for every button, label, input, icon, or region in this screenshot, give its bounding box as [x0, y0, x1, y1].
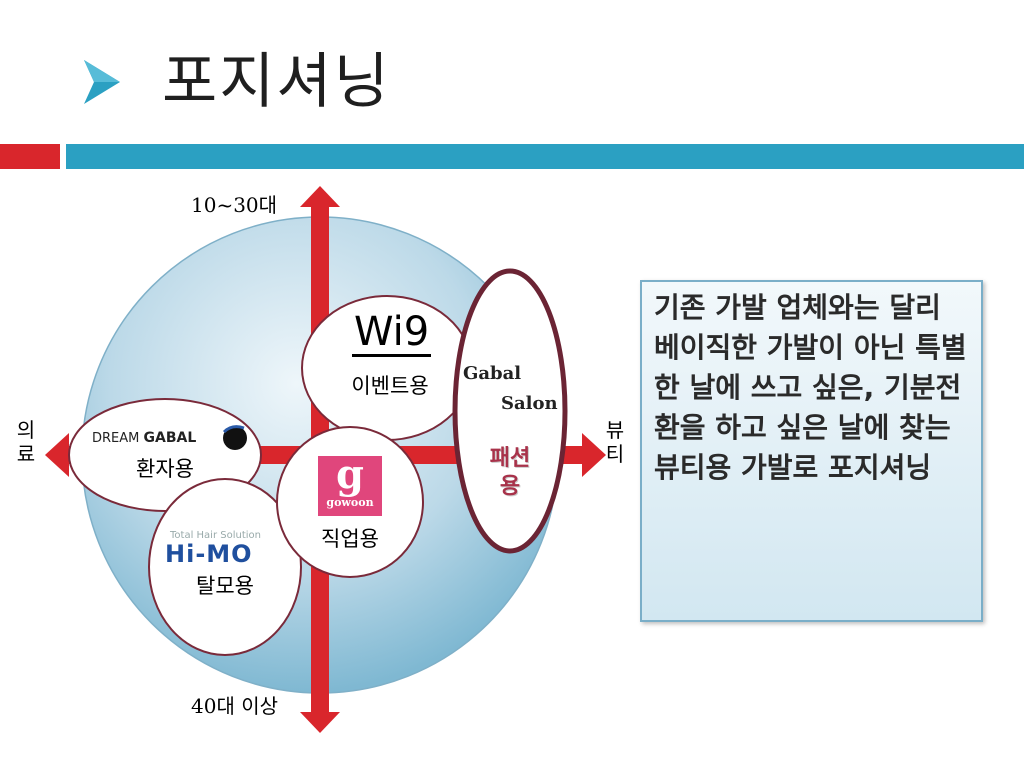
gowoon-label: 직업용: [321, 527, 379, 551]
description-text: 기존 가발 업체와는 달리 베이직한 가발이 아닌 특별한 날에 쓰고 싶은, …: [654, 291, 967, 484]
gabal-salon-logo-line1: Gabal: [463, 363, 522, 384]
hi-mo-label: 탈모용: [196, 574, 254, 598]
hi-mo-logo: Hi-MO: [165, 540, 253, 568]
gabal-salon-label-text: 패션용: [489, 446, 531, 499]
axis-label-bottom: 40대 이상: [191, 694, 279, 718]
slide-title: 포지셔닝: [162, 47, 391, 117]
hi-mo-logo-tagline: Total Hair Solution: [170, 530, 261, 541]
wi9-logo: Wi9: [352, 309, 432, 357]
dream-gabal-mark-icon: [223, 426, 247, 450]
title-divider-blue: [66, 144, 1024, 169]
dream-gabal-logo: DREAM GABAL: [92, 430, 196, 446]
dream-gabal-logo-word2: GABAL: [143, 430, 197, 446]
description-box: 기존 가발 업체와는 달리 베이직한 가발이 아닌 특별한 날에 쓰고 싶은, …: [640, 280, 983, 622]
bubble-hi-mo: [148, 478, 302, 656]
gabal-salon-logo-line2: Salon: [501, 393, 558, 414]
gabal-salon-label: 패션용: [485, 445, 535, 501]
bullet-arrow-icon: [84, 60, 120, 104]
axis-label-right: 뷰티: [605, 418, 625, 466]
dream-gabal-label: 환자용: [136, 457, 194, 481]
title-divider-red: [0, 144, 60, 169]
gowoon-logo-text: gowoon: [326, 496, 374, 509]
axis-label-left: 의료: [16, 418, 36, 466]
wi9-label: 이벤트용: [351, 374, 429, 398]
gowoon-logo-box: [318, 456, 382, 516]
bubble-gabal-salon: [452, 268, 568, 554]
gowoon-logo-glyph: g: [336, 451, 364, 498]
axis-label-top: 10~30대: [191, 193, 278, 217]
dream-gabal-logo-word1: DREAM: [92, 431, 140, 446]
